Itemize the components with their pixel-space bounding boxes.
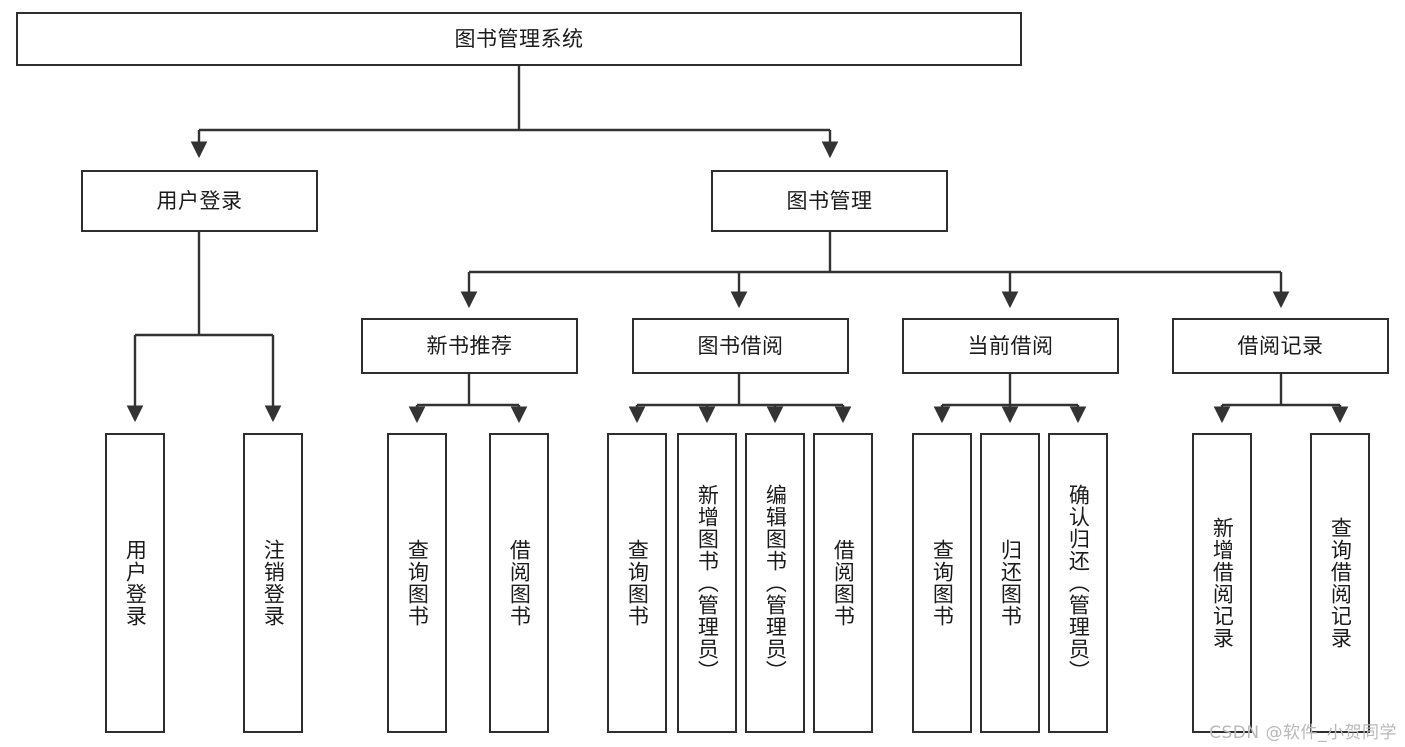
node-leaf-edit-book[interactable]: 编辑图书（管理员） — [745, 433, 805, 733]
node-leaf-return-book[interactable]: 归还图书 — [980, 433, 1040, 733]
node-leaf-query-book-recommend[interactable]: 查询图书 — [387, 433, 447, 733]
node-leaf-query-borrow-record-label: 查询借阅记录 — [1328, 517, 1353, 649]
node-book-management[interactable]: 图书管理 — [711, 170, 948, 232]
node-leaf-query-book-current[interactable]: 查询图书 — [912, 433, 972, 733]
node-leaf-borrow-book[interactable]: 借阅图书 — [813, 433, 873, 733]
node-borrow-record[interactable]: 借阅记录 — [1172, 318, 1389, 374]
node-leaf-query-book-borrow-label: 查询图书 — [625, 539, 650, 627]
node-new-book-recommend[interactable]: 新书推荐 — [361, 318, 578, 374]
node-book-borrow[interactable]: 图书借阅 — [632, 318, 849, 374]
node-leaf-edit-book-label: 编辑图书（管理员） — [763, 484, 788, 682]
node-leaf-add-borrow-record[interactable]: 新增借阅记录 — [1192, 433, 1252, 733]
node-leaf-add-book-label: 新增图书（管理员） — [695, 484, 720, 682]
node-current-borrow[interactable]: 当前借阅 — [902, 318, 1119, 374]
node-leaf-user-login[interactable]: 用户登录 — [105, 433, 165, 733]
node-leaf-query-book-recommend-label: 查询图书 — [405, 539, 430, 627]
node-leaf-user-login-label: 用户登录 — [123, 539, 148, 627]
node-leaf-add-book[interactable]: 新增图书（管理员） — [677, 433, 737, 733]
csdn-watermark: CSDN @软件_小贺同学 — [1209, 723, 1397, 743]
node-user-login[interactable]: 用户登录 — [81, 170, 318, 232]
node-root-system[interactable]: 图书管理系统 — [16, 12, 1022, 66]
node-leaf-confirm-return[interactable]: 确认归还（管理员） — [1048, 433, 1108, 733]
node-leaf-user-logout-label: 注销登录 — [261, 539, 286, 627]
node-leaf-query-book-current-label: 查询图书 — [930, 539, 955, 627]
node-leaf-confirm-return-label: 确认归还（管理员） — [1066, 484, 1091, 682]
node-leaf-borrow-book-recommend-label: 借阅图书 — [507, 539, 532, 627]
node-leaf-query-borrow-record[interactable]: 查询借阅记录 — [1310, 433, 1370, 733]
node-leaf-borrow-book-label: 借阅图书 — [831, 539, 856, 627]
node-leaf-return-book-label: 归还图书 — [998, 539, 1023, 627]
node-leaf-borrow-book-recommend[interactable]: 借阅图书 — [489, 433, 549, 733]
node-leaf-query-book-borrow[interactable]: 查询图书 — [607, 433, 667, 733]
node-leaf-add-borrow-record-label: 新增借阅记录 — [1210, 517, 1235, 649]
node-leaf-user-logout[interactable]: 注销登录 — [243, 433, 303, 733]
